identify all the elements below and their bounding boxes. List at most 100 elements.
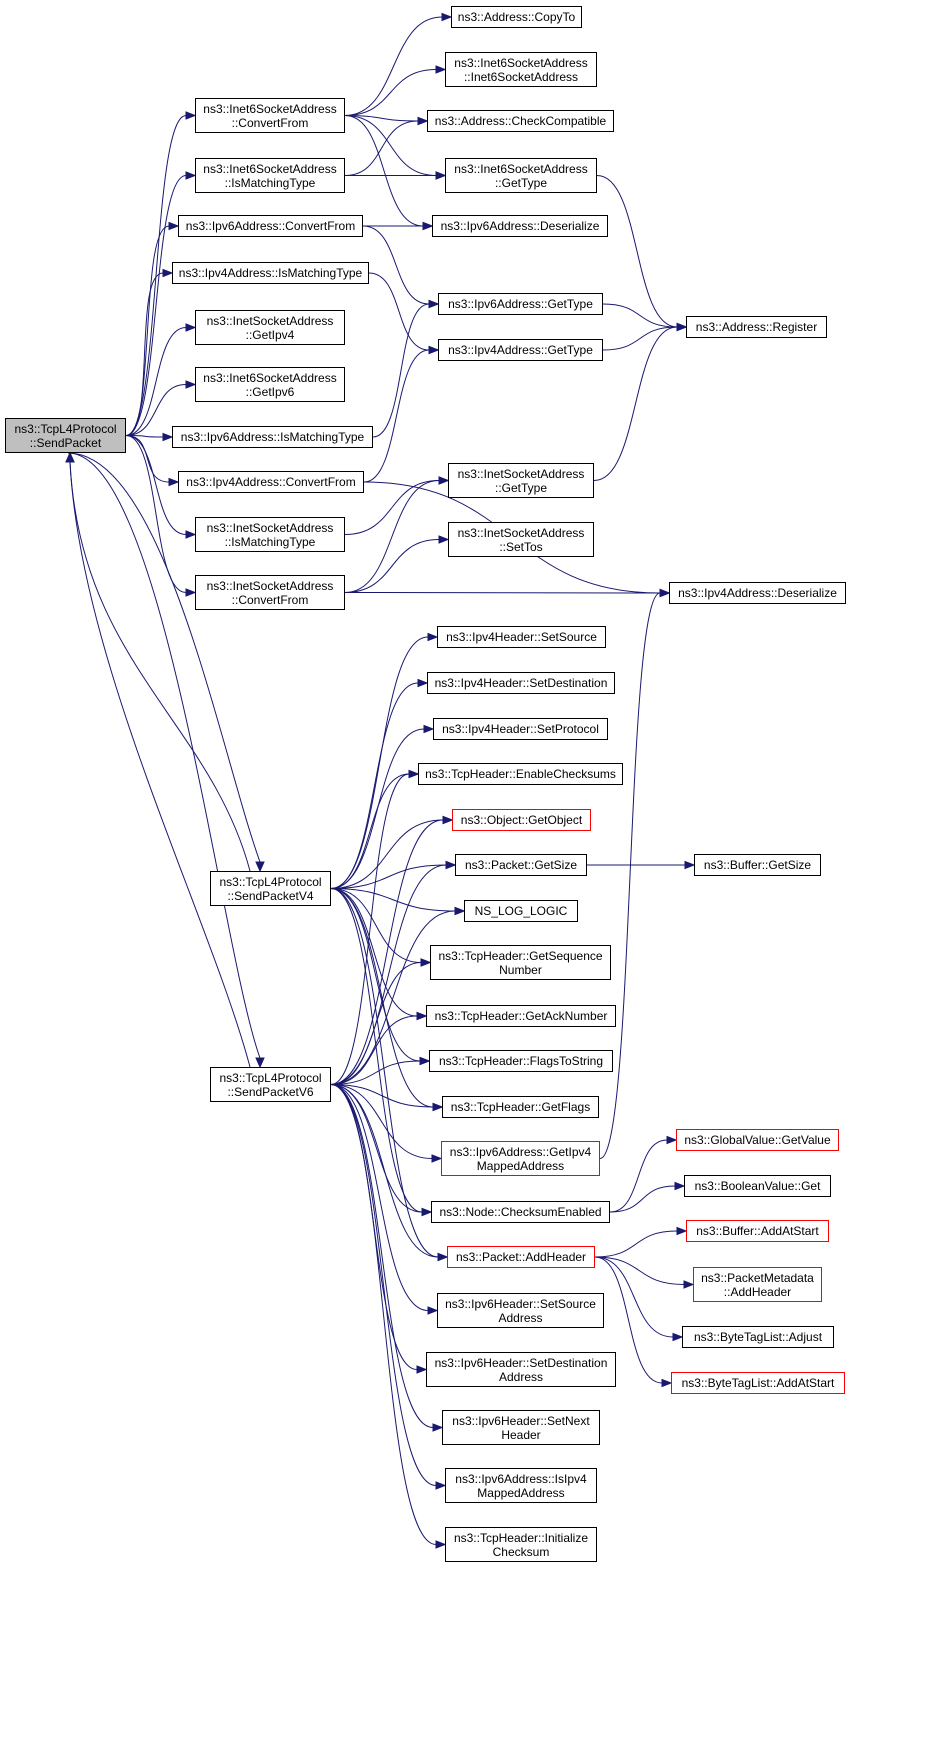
node-tcpheader-getflags[interactable]: ns3::TcpHeader::GetFlags (442, 1096, 599, 1118)
call-edges (65, 12, 696, 1549)
node-ipv6header-setsourceaddress[interactable]: ns3::Ipv6Header::SetSource Address (437, 1293, 604, 1328)
node-tcpheader-enablechecksums[interactable]: ns3::TcpHeader::EnableChecksums (418, 763, 623, 785)
arrowhead-sendv6-to-packet_getsize (445, 860, 457, 870)
arrowhead-packet_addheader-to-bytetaglist_adjust (672, 1332, 684, 1342)
edge-sendv4-to-ipv4h_setdest (330, 682, 419, 889)
node-tcpl4-sendpacket: ns3::TcpL4Protocol ::SendPacket (5, 418, 126, 453)
edge-sendv6-to-ipv6_getipv4mapped (330, 1084, 433, 1159)
arrowhead-sendv6-to-tcph_flagstostring (419, 1056, 431, 1066)
node-globalvalue-getvalue[interactable]: ns3::GlobalValue::GetValue (676, 1129, 839, 1151)
edge-sendv4-to-packet_addheader (330, 888, 439, 1258)
node-tcpheader-flagstostring[interactable]: ns3::TcpHeader::FlagsToString (429, 1050, 613, 1072)
arrowhead-packet_addheader-to-buffer_addatstart (676, 1226, 688, 1236)
node-ipv4header-setsource[interactable]: ns3::Ipv4Header::SetSource (437, 626, 606, 648)
node-tcpheader-getsequencenumber[interactable]: ns3::TcpHeader::GetSequence Number (430, 945, 611, 980)
node-ipv4address-gettype[interactable]: ns3::Ipv4Address::GetType (438, 339, 603, 361)
edge-packet_addheader-to-buffer_addatstart (594, 1230, 678, 1258)
arrowhead-packet_addheader-to-bytetaglist_addatstart (661, 1378, 673, 1388)
node-bytetaglist-adjust[interactable]: ns3::ByteTagList::Adjust (682, 1326, 834, 1348)
edge-sendv4-to-root-return (69, 461, 251, 872)
arrowhead-root-to-inet_ismatching (185, 530, 197, 539)
node-ipv4address-ismatchingtype[interactable]: ns3::Ipv4Address::IsMatchingType (172, 262, 369, 284)
edge-sendv4-to-node_csenabled (330, 888, 423, 1213)
arrowhead-root-to-inet_getipv4 (185, 323, 197, 332)
arrowhead-i6_ismatching-to-i6_gettype (435, 171, 447, 180)
node-inetsocketaddress-gettype[interactable]: ns3::InetSocketAddress ::GetType (448, 463, 594, 498)
edge-sendv4-to-tcph_getseq (330, 888, 422, 963)
node-packet-getsize[interactable]: ns3::Packet::GetSize (455, 854, 587, 876)
node-address-checkcompatible[interactable]: ns3::Address::CheckCompatible (427, 110, 614, 132)
node-ipv4address-deserialize[interactable]: ns3::Ipv4Address::Deserialize (669, 582, 846, 604)
node-tcpl4-sendpacketv4[interactable]: ns3::TcpL4Protocol ::SendPacketV4 (210, 871, 331, 906)
arrowhead-ipv6_convertfrom-to-ipv6_deserialize (422, 221, 434, 231)
arrowhead-sendv6-to-ipv6_isipv4mapped (435, 1481, 447, 1490)
node-address-register[interactable]: ns3::Address::Register (686, 316, 827, 338)
edge-i6_convertfrom-to-addr_checkcompat (344, 115, 419, 122)
node-ipv4address-convertfrom[interactable]: ns3::Ipv4Address::ConvertFrom (178, 471, 364, 493)
edge-ipv6_getipv4mapped-to-ipv4_deserialize (599, 592, 661, 1159)
node-packetmetadata-addheader[interactable]: ns3::PacketMetadata ::AddHeader (693, 1267, 822, 1302)
node-buffer-getsize[interactable]: ns3::Buffer::GetSize (694, 854, 821, 876)
edge-ipv4_convertfrom-to-ipv4_gettype (363, 349, 430, 483)
node-inet6socketaddress-gettype[interactable]: ns3::Inet6SocketAddress ::GetType (445, 158, 597, 193)
arrowhead-sendv4-to-ipv4h_setproto (423, 724, 435, 734)
arrowhead-root-to-ipv4_convertfrom (168, 477, 180, 487)
arrowhead-i6_convertfrom-to-addr_copyto (441, 12, 453, 22)
arrowhead-sendv6-to-ipv6h_setsource (427, 1306, 439, 1315)
arrowhead-packet_addheader-to-pktmeta_addheader (683, 1280, 695, 1289)
node-ipv6address-isipv4mappedaddress[interactable]: ns3::Ipv6Address::IsIpv4 MappedAddress (445, 1468, 597, 1503)
node-inet6socketaddress-ismatchingtype[interactable]: ns3::Inet6SocketAddress ::IsMatchingType (195, 158, 345, 193)
edge-i6_convertfrom-to-ipv6_deserialize (344, 115, 424, 227)
arrowhead-root-to-sendv6 (255, 1057, 265, 1069)
edge-sendv6-to-packet_addheader (330, 1084, 439, 1258)
arrowhead-root-to-i6_convertfrom (185, 111, 197, 120)
node-bytetaglist-addatstart[interactable]: ns3::ByteTagList::AddAtStart (671, 1372, 845, 1394)
node-ipv6address-deserialize[interactable]: ns3::Ipv6Address::Deserialize (432, 215, 608, 237)
arrowhead-root-to-ipv4_ismatching (162, 268, 174, 278)
node-tcpheader-getacknumber[interactable]: ns3::TcpHeader::GetAckNumber (426, 1005, 616, 1027)
edge-sendv6-to-tcph_flagstostring (330, 1060, 421, 1085)
node-inet6socketaddress-getipv6[interactable]: ns3::Inet6SocketAddress ::GetIpv6 (195, 367, 345, 402)
node-ipv6address-getipv4mappedaddress[interactable]: ns3::Ipv6Address::GetIpv4 MappedAddress (441, 1141, 600, 1176)
node-tcpheader-initializechecksum[interactable]: ns3::TcpHeader::Initialize Checksum (445, 1527, 597, 1562)
edge-sendv6-to-ipv6h_setsource (330, 1084, 429, 1311)
edge-sendv4-to-packet_getsize (330, 864, 447, 889)
arrowhead-sendv6-to-ipv6h_setnext (432, 1423, 444, 1432)
node-buffer-addatstart[interactable]: ns3::Buffer::AddAtStart (686, 1220, 829, 1242)
edge-i6_gettype-to-addr_register (596, 175, 678, 328)
arrowhead-inet_convertfrom-to-inet_gettype (438, 476, 450, 485)
node-ns-log-logic[interactable]: NS_LOG_LOGIC (464, 900, 578, 922)
edge-i6_convertfrom-to-addr_copyto (344, 16, 443, 116)
node-ipv4header-setprotocol[interactable]: ns3::Ipv4Header::SetProtocol (433, 718, 608, 740)
node-inetsocketaddress-getipv4[interactable]: ns3::InetSocketAddress ::GetIpv4 (195, 310, 345, 345)
arrowhead-sendv6-to-tcph_enablecs (408, 769, 420, 779)
node-ipv6header-setdestinationaddress[interactable]: ns3::Ipv6Header::SetDestination Address (426, 1352, 616, 1387)
node-address-copyto[interactable]: ns3::Address::CopyTo (451, 6, 582, 28)
node-object-getobject[interactable]: ns3::Object::GetObject (452, 809, 591, 831)
arrowhead-sendv6-to-ipv6_getipv4mapped (431, 1154, 443, 1163)
node-packet-addheader[interactable]: ns3::Packet::AddHeader (447, 1246, 595, 1268)
node-ipv4header-setdestination[interactable]: ns3::Ipv4Header::SetDestination (427, 672, 615, 694)
edge-root-to-i6_ismatching (125, 175, 187, 436)
edge-packet_addheader-to-bytetaglist_addatstart (594, 1256, 663, 1384)
arrowhead-inet_gettype-to-addr_register (676, 322, 688, 332)
node-inetsocketaddress-settos[interactable]: ns3::InetSocketAddress ::SetTos (448, 522, 594, 557)
node-inet6socketaddress-convertfrom[interactable]: ns3::Inet6SocketAddress ::ConvertFrom (195, 98, 345, 133)
node-tcpl4-sendpacketv6[interactable]: ns3::TcpL4Protocol ::SendPacketV6 (210, 1067, 331, 1102)
edge-i6_ismatching-to-addr_checkcompat (344, 120, 419, 176)
arrowhead-node_csenabled-to-booleanvalue_get (674, 1181, 686, 1191)
node-inetsocketaddress-ismatchingtype[interactable]: ns3::InetSocketAddress ::IsMatchingType (195, 517, 345, 552)
node-ipv6address-ismatchingtype[interactable]: ns3::Ipv6Address::IsMatchingType (172, 426, 373, 448)
node-node-checksumenabled[interactable]: ns3::Node::ChecksumEnabled (431, 1201, 610, 1223)
node-ipv6address-convertfrom[interactable]: ns3::Ipv6Address::ConvertFrom (178, 215, 363, 237)
node-inetsocketaddress-convertfrom[interactable]: ns3::InetSocketAddress ::ConvertFrom (195, 575, 345, 610)
node-ipv6address-gettype[interactable]: ns3::Ipv6Address::GetType (438, 293, 603, 315)
node-booleanvalue-get[interactable]: ns3::BooleanValue::Get (684, 1175, 831, 1197)
node-inet6socketaddress-constructor[interactable]: ns3::Inet6SocketAddress ::Inet6SocketAdd… (445, 52, 597, 87)
arrowhead-inet_convertfrom-to-inet_settos (438, 535, 450, 544)
edge-root-to-inet_convertfrom (125, 435, 187, 593)
edge-sendv6-to-tcph_enablecs (330, 773, 410, 1085)
arrowhead-ipv4_convertfrom-to-ipv4_gettype (428, 345, 440, 355)
arrowhead-sendv6-to-packet_addheader (437, 1252, 449, 1262)
node-ipv6header-setnextheader[interactable]: ns3::Ipv6Header::SetNext Header (442, 1410, 600, 1445)
